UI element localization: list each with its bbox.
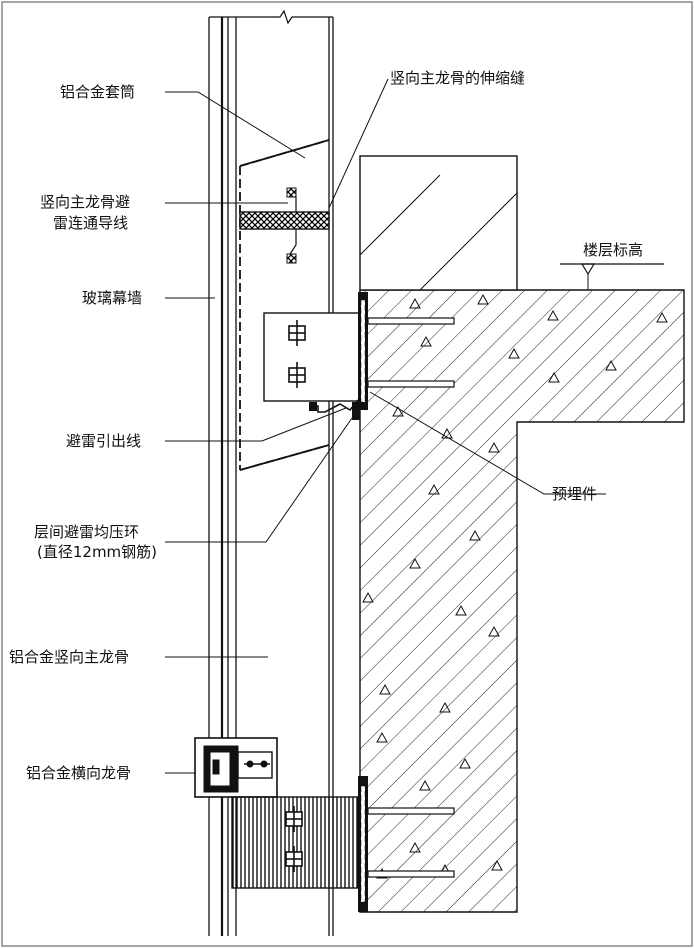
conductor-bolts bbox=[286, 187, 297, 264]
anchor-bars-top bbox=[367, 317, 455, 388]
expansion-joint-strip bbox=[239, 211, 330, 230]
aggregate-marks bbox=[362, 293, 668, 879]
label-sleeve: 铝合金套筒 bbox=[60, 83, 136, 101]
label-lead-out: 避雷引出线 bbox=[66, 432, 142, 450]
lower-panel bbox=[231, 796, 359, 889]
label-ring-line1: 层间避雷均压环 bbox=[34, 523, 140, 541]
upper-wall bbox=[359, 155, 518, 291]
label-conductor-line2: 雷连通导线 bbox=[53, 214, 129, 232]
label-conductor-line1: 竖向主龙骨避 bbox=[40, 193, 131, 211]
floor-level-triangle bbox=[580, 263, 596, 276]
label-transom: 铝合金横向龙骨 bbox=[26, 764, 132, 782]
lower-bolts bbox=[285, 806, 303, 872]
label-expansion-joint: 竖向主龙骨的伸缩缝 bbox=[390, 69, 526, 87]
bracket-bolts bbox=[288, 320, 306, 388]
transom-detail bbox=[203, 745, 273, 793]
anchor-bars-bottom bbox=[367, 807, 455, 878]
bracket-plate bbox=[263, 312, 361, 402]
leader-lines bbox=[165, 78, 606, 774]
label-floor-level: 楼层标高 bbox=[583, 241, 644, 259]
label-embedded: 预埋件 bbox=[552, 485, 598, 503]
label-glass-wall: 玻璃幕墙 bbox=[82, 289, 143, 307]
label-ring-line2: (直径12mm钢筋) bbox=[37, 543, 158, 561]
aluminum-sleeve bbox=[239, 139, 330, 471]
label-mullion: 铝合金竖向主龙骨 bbox=[9, 648, 130, 666]
lead-out-wire bbox=[310, 399, 359, 413]
